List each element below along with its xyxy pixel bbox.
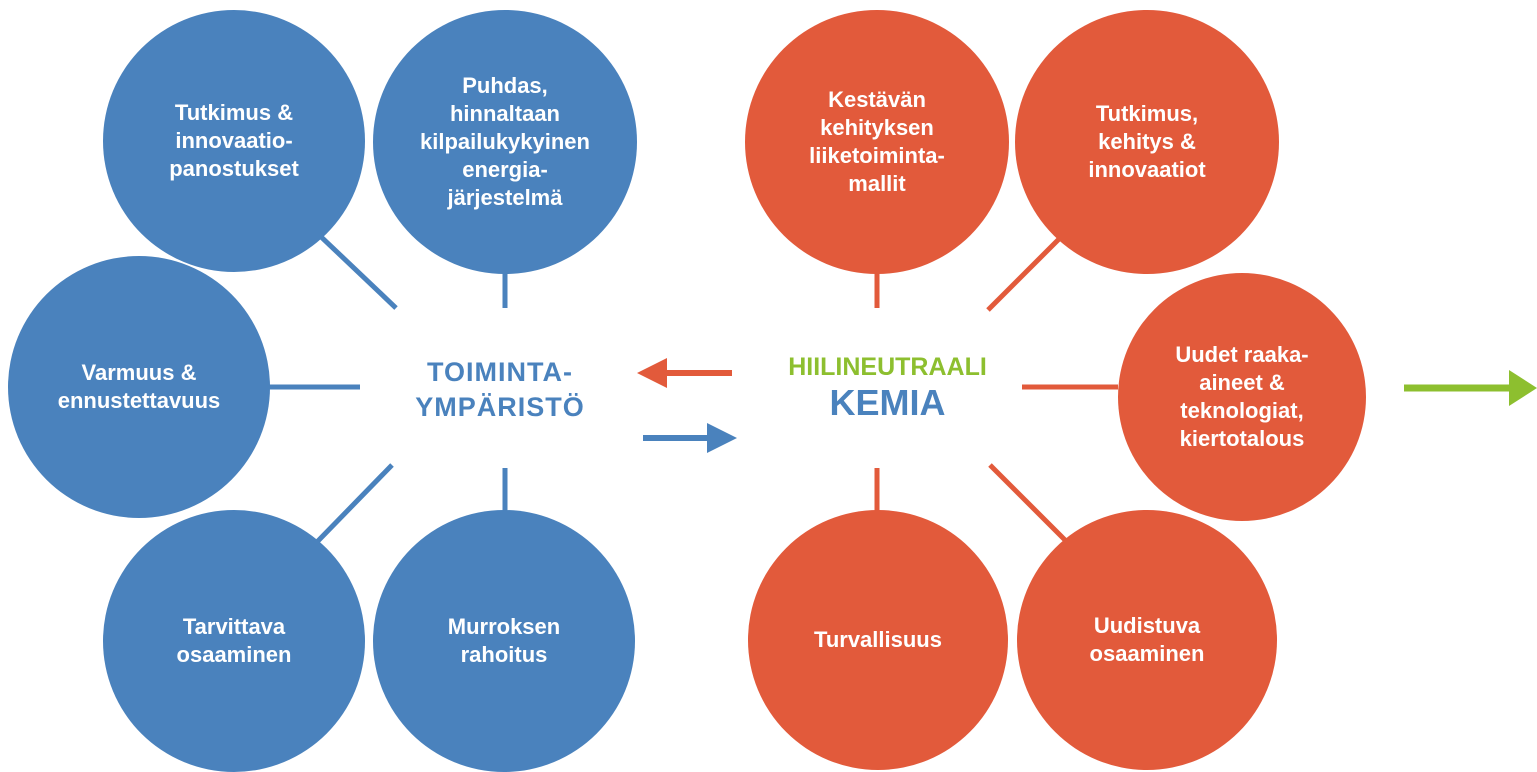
spoke-tarvittava — [314, 463, 394, 545]
arrow-right-blue — [643, 423, 737, 453]
spoke-tutkimus-kehitys — [986, 230, 1068, 312]
circle-puhdas-energia: Puhdas, hinnaltaan kilpailukykyinen ener… — [373, 10, 637, 274]
circle-label: Uudistuva osaaminen — [1089, 613, 1205, 666]
circle-label: Tutkimus & innovaatio- panostukset — [169, 100, 299, 181]
circle-turvallisuus: Turvallisuus — [748, 510, 1008, 770]
circle-label: Murroksen rahoitus — [447, 614, 561, 667]
circle-uudet-raaka-aineet: Uudet raaka- aineet & teknologiat, kiert… — [1118, 273, 1366, 521]
circle-label: Uudet raaka- aineet & teknologiat, kiert… — [1175, 342, 1309, 451]
spoke-tutkimus — [314, 230, 398, 310]
circle-label: Varmuus & ennustettavuus — [57, 360, 221, 413]
hiilineutraali-kemia-logo: HIILINEUTRAALI KEMIA — [760, 352, 1015, 438]
circle-label: Tutkimus, kehitys & innovaatiot — [1088, 101, 1206, 182]
circle-murroksen-rahoitus: Murroksen rahoitus — [373, 510, 635, 772]
circle-tutkimus-kehitys: Tutkimus, kehitys & innovaatiot — [1015, 10, 1279, 274]
circle-label: Tarvittava osaaminen — [176, 614, 292, 667]
circle-uudistuva-osaaminen: Uudistuva osaaminen — [1017, 510, 1277, 770]
circle-label: Turvallisuus — [814, 627, 942, 652]
circle-varmuus: Varmuus & ennustettavuus — [8, 256, 270, 518]
circle-label: Kestävän kehityksen liiketoiminta- malli… — [809, 87, 945, 196]
circle-label: Puhdas, hinnaltaan kilpailukykyinen ener… — [420, 73, 590, 210]
arrow-right-green — [1404, 370, 1537, 406]
circle-tarvittava-osaaminen: Tarvittava osaaminen — [103, 510, 365, 772]
toimintaymparisto-label: TOIMINTA- YMPÄRISTÖ — [415, 357, 585, 422]
logo-line2: KEMIA — [829, 382, 946, 423]
arrow-left-red — [637, 358, 732, 388]
logo-line1: HIILINEUTRAALI — [788, 353, 987, 381]
spoke-uudistuva — [988, 463, 1070, 545]
circle-tutkimus-innovaatio: Tutkimus & innovaatio- panostukset — [103, 10, 365, 272]
circle-kestavan-kehityksen: Kestävän kehityksen liiketoiminta- malli… — [745, 10, 1009, 274]
